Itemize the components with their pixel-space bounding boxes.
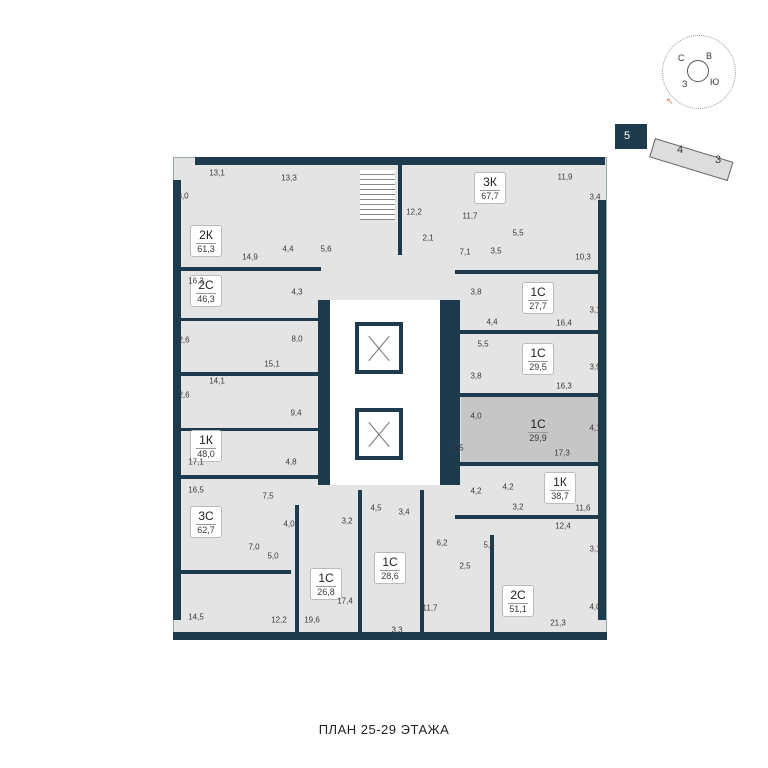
room-area: 3,5 [490, 246, 502, 256]
stairs-icon [360, 170, 395, 220]
room-area: 16,4 [556, 318, 572, 328]
elevator-icon [355, 322, 403, 374]
room-area: 4,4 [282, 244, 294, 254]
room-area: 16,5 [188, 485, 204, 495]
room-area: 4,5 [370, 503, 382, 513]
room-area: 3,0 [177, 191, 189, 201]
compass-east: В [706, 51, 713, 61]
compass-north: С [678, 53, 685, 63]
room-area: 2,1 [422, 233, 434, 243]
room-area: 12,2 [271, 615, 287, 625]
room-area: 19,6 [304, 615, 320, 625]
room-area: 7,1 [459, 247, 471, 257]
compass-center [687, 60, 709, 82]
room-area: 15,1 [264, 359, 280, 369]
highlighted-apartment[interactable] [461, 395, 603, 463]
plan-title: ПЛАН 25-29 ЭТАЖА [318, 722, 450, 737]
room-area: 14,5 [188, 612, 204, 622]
section-4[interactable]: 4 [677, 144, 684, 156]
room-area: 11,6 [575, 503, 591, 513]
room-area: 4,5 [452, 443, 464, 453]
room-area: 3,4 [398, 507, 410, 517]
room-area: 12,2 [406, 207, 422, 217]
room-area: 4,8 [285, 457, 297, 467]
room-area: 3,2 [341, 516, 353, 526]
room-area: 17,4 [337, 596, 353, 606]
room-area: 17,1 [188, 457, 204, 467]
room-area: 7,0 [248, 542, 260, 552]
elevator-icon [355, 408, 403, 460]
room-area: 2,6 [178, 390, 190, 400]
room-area: 5,4 [483, 540, 495, 550]
room-area: 7,5 [262, 491, 274, 501]
section-5[interactable]: 5 [624, 130, 631, 142]
room-area: 4,0 [589, 602, 601, 612]
room-area: 11,9 [557, 172, 573, 182]
section-3[interactable]: 3 [715, 154, 722, 166]
compass-ring [662, 35, 736, 109]
arrow-icon: ↖ [666, 96, 674, 106]
room-area: 3,8 [470, 287, 482, 297]
compass-west: З [682, 79, 688, 89]
room-area: 4,4 [486, 317, 498, 327]
room-area: 2,5 [459, 561, 471, 571]
room-area: 3,8 [470, 371, 482, 381]
room-area: 4,0 [470, 411, 482, 421]
room-area: 14,9 [242, 252, 258, 262]
room-area: 9,4 [290, 408, 302, 418]
room-area: 3,9 [589, 362, 601, 372]
room-area: 13,3 [281, 173, 297, 183]
room-area: 3,1 [589, 305, 601, 315]
room-area: 8,0 [291, 334, 303, 344]
room-area: 5,0 [267, 551, 279, 561]
room-area: 2,6 [178, 335, 190, 345]
room-area: 10,3 [575, 252, 591, 262]
compass-south: Ю [710, 77, 720, 87]
room-area: 13,1 [209, 168, 225, 178]
room-area: 4,1 [589, 423, 601, 433]
room-area: 5,6 [320, 244, 332, 254]
room-area: 5,5 [477, 339, 489, 349]
room-area: 16,3 [556, 381, 572, 391]
room-area: 11,7 [462, 211, 478, 221]
compass: С В З Ю ↖ [660, 33, 740, 113]
room-area: 3,3 [391, 625, 403, 635]
room-area: 16,3 [188, 276, 204, 286]
room-area: 4,2 [470, 486, 482, 496]
room-area: 14,1 [209, 376, 225, 386]
room-area: 4,2 [502, 482, 514, 492]
room-area: 5,5 [512, 228, 524, 238]
room-area: 3,4 [589, 192, 601, 202]
room-area: 3,1 [589, 544, 601, 554]
room-area: 12,4 [555, 521, 571, 531]
room-area: 11,7 [422, 603, 438, 613]
room-area: 4,3 [291, 287, 303, 297]
room-area: 21,3 [550, 618, 566, 628]
room-area: 3,2 [512, 502, 524, 512]
room-area: 6,2 [436, 538, 448, 548]
room-area: 4,0 [283, 519, 295, 529]
room-area: 17,3 [554, 448, 570, 458]
